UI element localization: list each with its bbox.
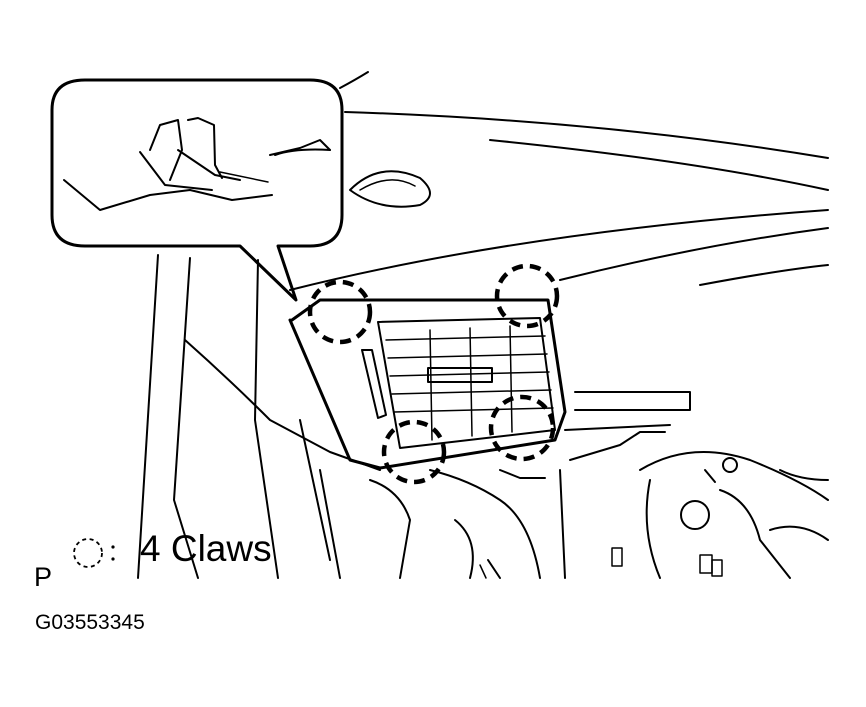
claw-detail-callout [50, 78, 344, 302]
claw-marker-top-left [307, 279, 373, 345]
claw-count-label: 4 Claws [140, 528, 272, 569]
dashboard-outline [274, 71, 829, 461]
claw-marker-top-right [494, 263, 560, 329]
claw-legend-icon [73, 538, 103, 568]
claw-marker-bottom-left [381, 419, 447, 485]
figure-code: G03553345 [35, 611, 145, 634]
air-vent-assembly [288, 298, 567, 470]
a-pillar [137, 254, 381, 579]
legend-colon-dot [111, 557, 115, 561]
legend-colon-dot [111, 545, 115, 549]
claw-marker-bottom-right [488, 394, 556, 462]
view-letter-label: P [34, 562, 53, 592]
instrument-area [611, 451, 829, 579]
technician-hands [369, 469, 566, 579]
claw-markers [307, 263, 560, 485]
